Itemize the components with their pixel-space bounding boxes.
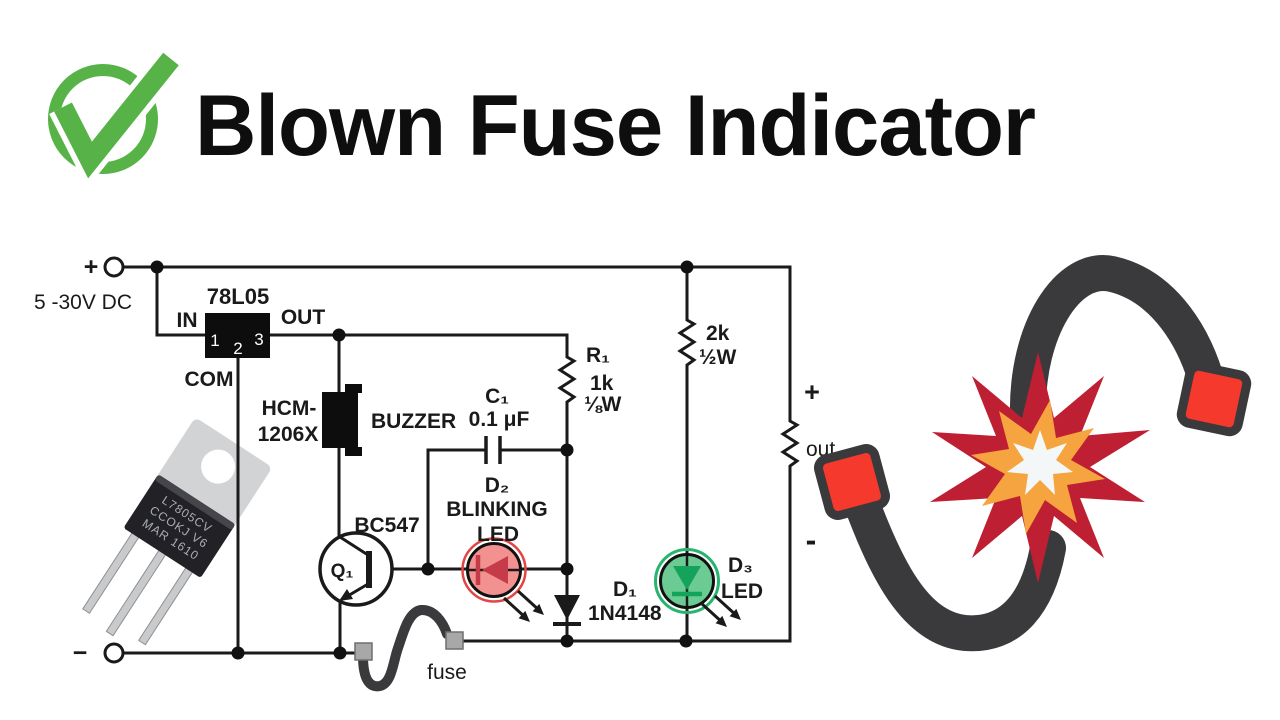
c1-value-label: 0.1 μF: [469, 408, 530, 431]
emitter-arrowhead: [339, 589, 353, 601]
fuse-pad: [445, 631, 464, 650]
regulator-out-label: OUT: [281, 306, 326, 329]
check-circle-icon: [48, 49, 184, 189]
supply-plus-label: +: [84, 253, 99, 281]
buzzer-body: [322, 392, 358, 448]
buzzer-part-line1: HCM-: [262, 397, 317, 420]
c1-capacitor-plates: [484, 436, 502, 464]
regulator-pin2: 2: [233, 339, 242, 358]
check-mark-icon: [54, 52, 179, 179]
junction-dot: [231, 646, 245, 660]
supply-minus-label: −: [73, 639, 88, 667]
fuse-wire-squiggle: [358, 605, 452, 692]
top-and-right-rail: [124, 265, 800, 643]
d2-diode-triangle: [482, 556, 508, 584]
cap-square: [1176, 361, 1252, 437]
regulator-pin1: 1: [210, 331, 219, 350]
regulator-78l05: 1 2 3 78L05 IN OUT COM: [177, 284, 326, 391]
regulator-com-label: COM: [185, 368, 234, 391]
wire-end-cap: [1176, 361, 1252, 437]
plus-terminal: [103, 256, 125, 278]
fuse-label: fuse: [427, 661, 467, 684]
r2-rating-label: ½W: [699, 346, 737, 369]
r2-value-label: 2k: [706, 322, 730, 345]
led-d2-blinking: D₂ BLINKING LED: [446, 474, 548, 622]
junction-dot: [560, 634, 574, 648]
d1-triangle: [554, 595, 580, 620]
r1-value-label: 1k: [590, 372, 614, 395]
regulator-in-label: IN: [177, 309, 198, 332]
junction-dot: [680, 260, 694, 274]
arrow-head: [532, 603, 544, 615]
d3-ref-label: D₃: [728, 554, 753, 577]
diode-d1: D₁ 1N4148: [553, 578, 662, 626]
junction-dot: [333, 646, 347, 660]
d3-light-arrow: [699, 601, 727, 627]
buzzer-label: BUZZER: [371, 410, 456, 433]
transistor-circle: [318, 531, 394, 607]
d2-light-arrow: [502, 596, 530, 622]
junction-dot: [560, 562, 574, 576]
d2-outer-ring: [461, 537, 527, 603]
package-body-highlight: [155, 475, 235, 530]
d2-ref-label: D₂: [485, 474, 510, 497]
wire-end-cap: [814, 444, 890, 520]
junction-dot: [150, 260, 164, 274]
regulator-part-label: 78L05: [207, 284, 269, 309]
d3-outer-ring: [654, 548, 720, 614]
buzzer: HCM- 1206X BUZZER: [258, 384, 456, 456]
d3-diode-triangle: [673, 566, 701, 590]
junction-dot: [560, 443, 574, 457]
q1-ref-label: Q₁: [331, 561, 354, 582]
transistor-q1: BC547 Q₁: [318, 514, 420, 607]
out-rail-and-r1: [270, 333, 577, 641]
regulator-package-photo: L7805CV CCOKJ V6 MAR 1610: [82, 419, 271, 646]
buzzer-part-line2: 1206X: [258, 423, 319, 446]
junction-dot: [679, 634, 693, 648]
page-title: Blown Fuse Indicator: [195, 78, 1036, 174]
broken-wire-top: [1009, 255, 1228, 433]
fuse: fuse: [354, 605, 467, 692]
collector-inside: [339, 535, 369, 557]
fuse-pad: [354, 642, 373, 661]
d2-desc-line1: BLINKING: [446, 498, 548, 521]
package-mounting-hole: [201, 449, 236, 484]
r2-branch: [677, 267, 697, 641]
package-body: [124, 475, 235, 577]
d3-light-arrow: [713, 594, 741, 620]
blown-fuse-illustration: [814, 255, 1252, 652]
q1-part-label: BC547: [354, 514, 419, 537]
explosion-star-inner: [1007, 430, 1073, 495]
regulator-body: [205, 313, 270, 358]
junction-dot: [421, 562, 435, 576]
d1-part-label: 1N4148: [588, 602, 662, 625]
arrow-head: [729, 608, 741, 620]
c1-branch: [426, 448, 567, 569]
junction-dot: [332, 328, 346, 342]
c1-ref-label: C₁: [485, 385, 509, 408]
broken-wire-bottom: [837, 467, 1066, 652]
r1-ref-label: R₁: [586, 344, 610, 367]
base-bar: [366, 551, 372, 588]
input-drop-wire: [155, 267, 205, 337]
led-d3: D₃ LED: [654, 548, 763, 627]
buzzer-terminal-tab: [345, 447, 362, 456]
buzzer-terminal-tab: [345, 384, 362, 393]
regulator-pin3: 3: [254, 330, 263, 349]
output-minus-label: -: [806, 522, 817, 558]
supply-range-label: 5 -30V DC: [34, 291, 132, 314]
arrow-head: [518, 610, 530, 622]
r1-rating-label: ⅛W: [584, 393, 622, 416]
arrow-head: [715, 615, 727, 627]
d2-light-arrow: [516, 589, 544, 615]
output-plus-label: +: [804, 377, 820, 407]
d3-desc-label: LED: [721, 580, 763, 603]
minus-terminal: [103, 642, 125, 664]
cap-square: [814, 444, 890, 520]
d1-ref-label: D₁: [613, 578, 637, 601]
d2-desc-line2: LED: [477, 523, 519, 546]
junction-dots: [150, 260, 694, 660]
